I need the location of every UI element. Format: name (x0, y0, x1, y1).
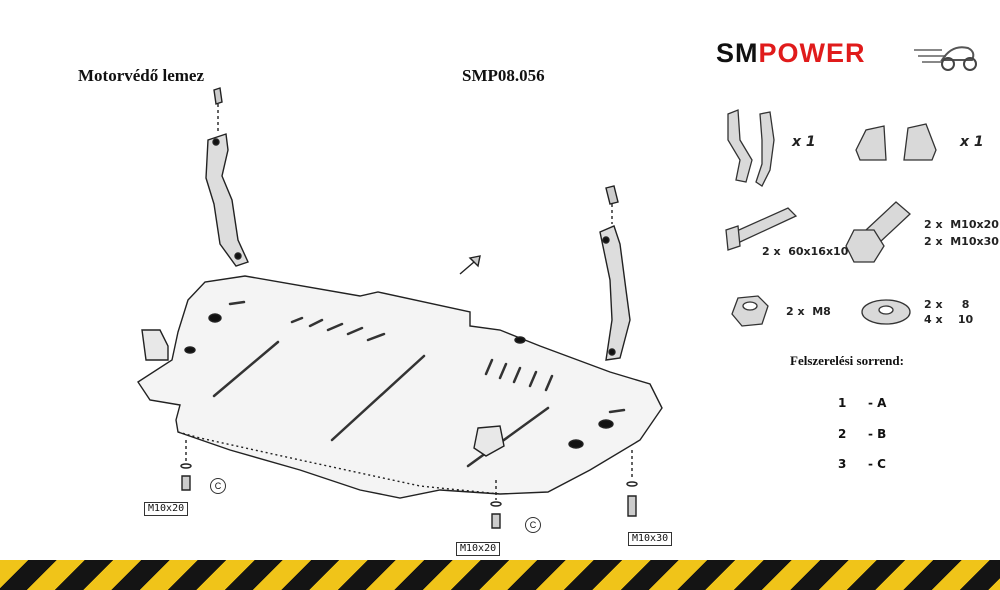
bolt-quantity-m10x30: 2 x M10x30 (924, 235, 999, 248)
skid-plate (137, 275, 663, 499)
handle-quantity: 2 x 60x16x10 (762, 245, 849, 258)
washer-quantity-10: 4 x 10 (924, 313, 974, 326)
motorcycle-icon (914, 46, 977, 71)
step-label: - A (868, 396, 887, 410)
logo-text-power: POWER (758, 38, 866, 68)
step-c-marker-center: C (525, 517, 541, 533)
hex-nut-icon (731, 295, 769, 327)
bolt-callout-left: M10x20 (144, 502, 189, 516)
bolt-callout-center: M10x20 (456, 542, 501, 556)
step-c-marker-left: C (210, 478, 226, 494)
step-label: - C (868, 457, 886, 471)
skid-plate-diagram (137, 87, 663, 529)
washer-quantity-8: 2 x 8 (924, 298, 970, 311)
assembly-sequence-heading: Felszerelési sorrend: (790, 353, 904, 368)
page-title: Motorvédő lemez (78, 66, 205, 85)
bolt-quantity-m10x20: 2 x M10x20 (924, 218, 999, 231)
step-number: 1 (838, 396, 847, 410)
bracket-pair-icon (727, 109, 753, 183)
left-bracket (205, 133, 249, 267)
plate-pair-icon (855, 125, 887, 161)
product-code: SMP08.056 (462, 66, 545, 85)
bolt-callout-right: M10x30 (628, 532, 673, 546)
hazard-stripe-footer (0, 560, 1000, 590)
nut-quantity: 2 x M8 (786, 305, 831, 318)
plate-quantity: x 1 (960, 134, 984, 150)
smpower-logo: SMPOWER (716, 36, 978, 76)
step-label: - B (868, 427, 887, 441)
right-bracket (599, 225, 631, 361)
sequence-step: 2 - B (838, 427, 886, 441)
sequence-step: 1 - A (838, 396, 886, 410)
bracket-quantity: x 1 (792, 134, 816, 150)
bolt-handle-icon (728, 207, 798, 243)
step-number: 2 (838, 427, 847, 441)
logo-text-sm: SM (716, 38, 759, 68)
sequence-step: 3 - C (838, 457, 886, 471)
parts-list (725, 109, 937, 327)
step-number: 3 (838, 457, 847, 471)
